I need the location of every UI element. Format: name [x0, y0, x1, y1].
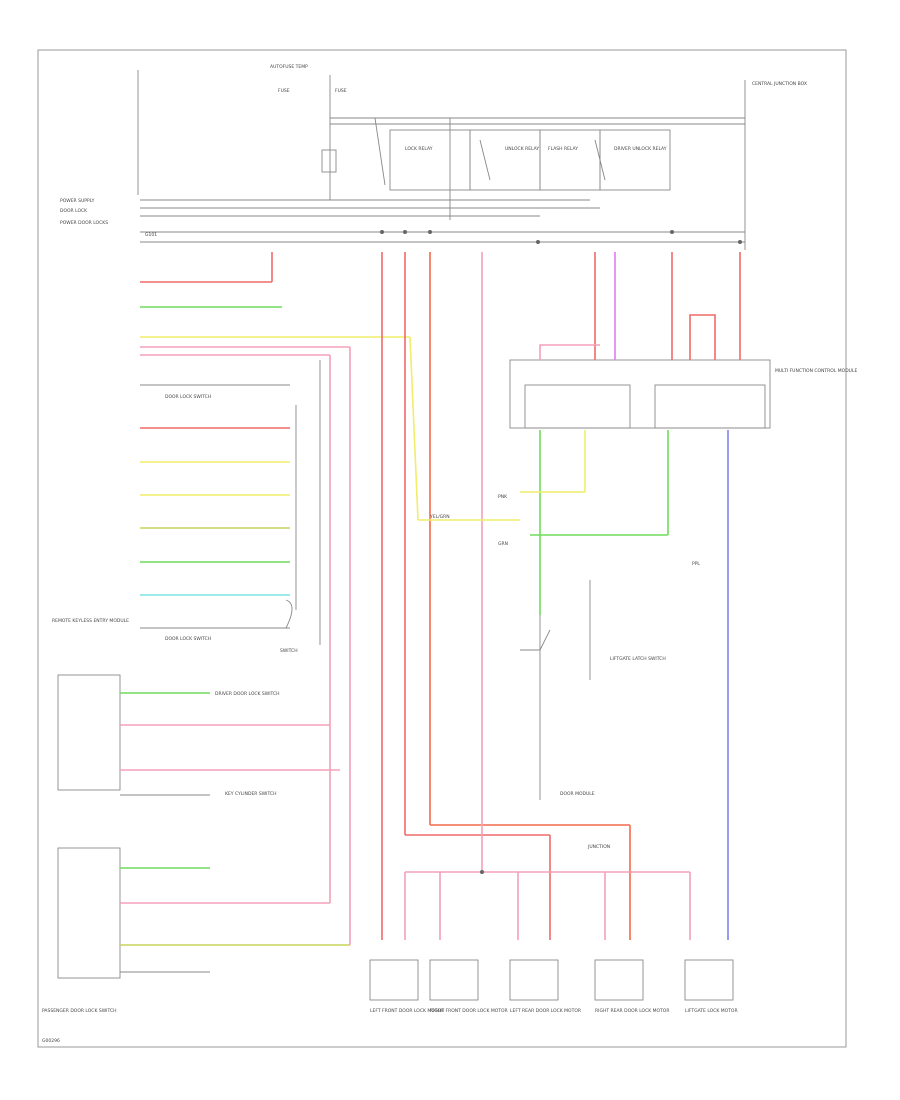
relay-a-box: [389, 129, 471, 191]
motor-3-lbl: LEFT REAR DOOR LOCK MOTOR: [510, 1008, 581, 1014]
driver-switch-lbl: DRIVER DOOR LOCK SWITCH: [215, 691, 280, 697]
relay-c-label: FLASH RELAY: [548, 146, 578, 152]
left-bus2-label: POWER DOOR LOCKS: [60, 220, 108, 226]
relay-a-label: LOCK RELAY: [405, 146, 433, 152]
jct-bottom-lbl: JUNCTION: [587, 844, 610, 850]
switch-label: DOOR LOCK SWITCH: [165, 394, 211, 400]
passenger-switch-group: PASSENGER DOOR LOCK SWITCH: [42, 725, 350, 1014]
driver-switch-box: [57, 674, 121, 791]
right-module-cell-b: [654, 384, 766, 429]
module-right-lbl: MULTI FUNCTION CONTROL MODULE: [775, 368, 857, 374]
left-gnd-label: G101: [145, 232, 157, 238]
motor-5-box: [684, 959, 734, 1001]
driver-switch-group: DRIVER DOOR LOCK SWITCH KEY CYLINDER SWI…: [57, 674, 340, 797]
pur-label: PPL: [692, 561, 700, 567]
motor-2-box: [429, 959, 479, 1001]
left-bus-label: DOOR LOCK: [60, 208, 88, 214]
switch-label-2: DOOR LOCK SWITCH: [165, 636, 211, 642]
top-junction-label: AUTOFUSE TEMP: [270, 64, 308, 70]
pass-switch-box: [57, 847, 121, 979]
fuse-a-symbol: [321, 149, 337, 173]
fuse-block: AUTOFUSE TEMP FUSE FUSE CENTRAL JUNCTION…: [137, 64, 807, 200]
module-left-label: REMOTE KEYLESS ENTRY MODULE: [52, 618, 129, 624]
wire-yellow-1-drop: [409, 336, 419, 521]
motor-2-lbl: RIGHT FRONT DOOR LOCK MOTOR: [430, 1008, 508, 1014]
motor-5-lbl: LIFTGATE LOCK MOTOR: [685, 1008, 738, 1014]
pnk-label: PNK: [498, 494, 508, 500]
motor-3-box: [509, 959, 559, 1001]
latch-switch-lbl: LIFTGATE LATCH SWITCH: [610, 656, 666, 662]
left-wire-group: [140, 252, 419, 945]
relay-b-label: UNLOCK RELAY: [505, 146, 539, 152]
motor-4-lbl: RIGHT REAR DOOR LOCK MOTOR: [595, 1008, 669, 1014]
motor-4-box: [594, 959, 644, 1001]
fuse-b-label: FUSE: [335, 88, 347, 94]
wire-red-loop: [689, 314, 716, 360]
switch-stack: DOOR LOCK SWITCH REMOTE KEYLESS ENTRY MO…: [52, 360, 321, 654]
fuse-a-label: FUSE: [278, 88, 290, 94]
relay-row: LOCK RELAY UNLOCK RELAY FLASH RELAY DRIV…: [374, 80, 746, 250]
latch-switch-group: LIFTGATE LATCH SWITCH DOOR MODULE: [520, 580, 666, 800]
key-switch-lbl: KEY CYLINDER SWITCH: [225, 791, 277, 797]
footer-code: G00296: [42, 1038, 60, 1044]
right-top-label: CENTRAL JUNCTION BOX: [752, 81, 807, 87]
wire-pink-arc: [539, 344, 600, 360]
bus-lines: POWER SUPPLY DOOR LOCK POWER DOOR LOCKS …: [60, 198, 745, 244]
relay-c-box: [539, 129, 601, 191]
right-module: MULTI FUNCTION CONTROL MODULE YEL/GRN PN…: [418, 252, 857, 940]
right-module-cell-a: [524, 384, 631, 429]
diagram-frame: [37, 49, 847, 1048]
motor-1-box: [369, 959, 419, 1001]
motor-feed-wires: JUNCTION: [381, 252, 691, 940]
pass-switch-lbl: PASSENGER DOOR LOCK SWITCH: [42, 1008, 116, 1014]
switch-lbl: SWITCH: [280, 648, 298, 654]
module-box-lbl: DOOR MODULE: [560, 791, 595, 797]
relay-b-box: [469, 129, 541, 191]
right-module-box: [509, 359, 771, 429]
relay-d-label: DRIVER UNLOCK RELAY: [614, 146, 667, 152]
motor-1-lbl: LEFT FRONT DOOR LOCK MOTOR: [370, 1008, 444, 1014]
grn-label: GRN: [498, 541, 508, 547]
motors-row: LEFT FRONT DOOR LOCK MOTOR RIGHT FRONT D…: [369, 959, 738, 1014]
yel-label: YEL/GRN: [429, 514, 450, 520]
left-power-label: POWER SUPPLY: [60, 198, 95, 204]
relay-d-box: [599, 129, 671, 191]
